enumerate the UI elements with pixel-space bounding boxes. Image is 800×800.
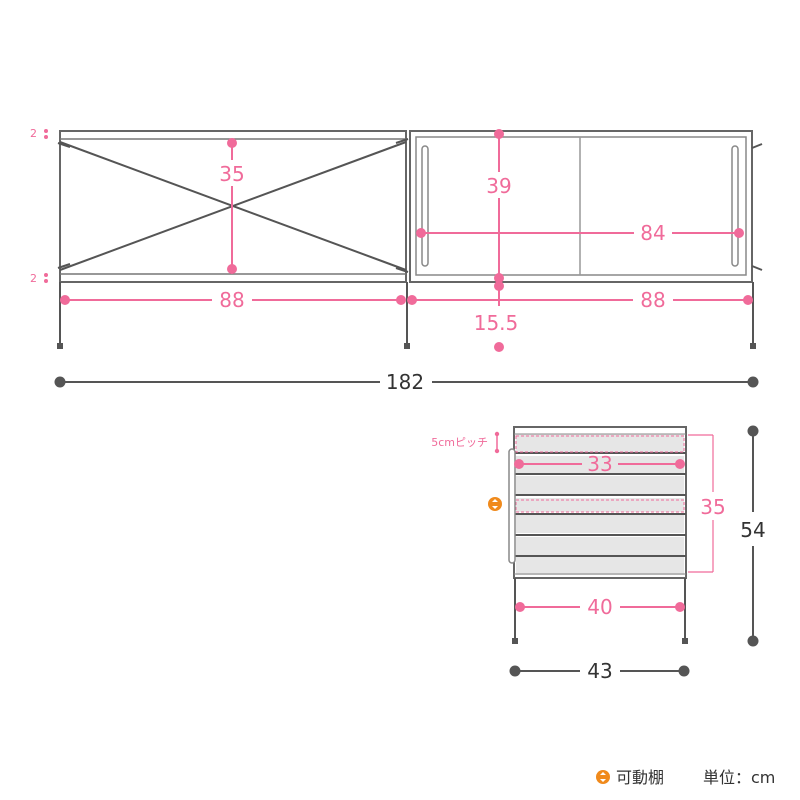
svg-text:35: 35 xyxy=(700,495,725,519)
dim-total-height: 54 xyxy=(740,425,766,647)
door-edge xyxy=(508,448,516,564)
dim-total-width: 182 xyxy=(54,370,759,394)
svg-text:40: 40 xyxy=(587,595,612,619)
dim-left-width: 88 xyxy=(60,288,406,312)
front-legs xyxy=(57,282,756,349)
legend-movable-shelf-label: 可動棚 xyxy=(616,768,664,787)
svg-text:182: 182 xyxy=(386,370,424,394)
door-handle-right xyxy=(731,145,739,267)
svg-text:2: 2 xyxy=(30,272,37,285)
svg-text:35: 35 xyxy=(219,162,244,186)
svg-text:5cmピッチ: 5cmピッチ xyxy=(431,436,488,449)
svg-text:2: 2 xyxy=(30,127,37,140)
legend: 可動棚 単位：cm xyxy=(596,768,775,787)
legend-unit-label: 単位：cm xyxy=(703,768,775,787)
dim-leg-height: 15.5 xyxy=(474,281,519,352)
svg-text:84: 84 xyxy=(640,221,665,245)
svg-text:15.5: 15.5 xyxy=(474,311,519,335)
gap-marker-top: 2 xyxy=(30,127,48,140)
svg-text:43: 43 xyxy=(587,659,612,683)
movable-shelf-icon xyxy=(488,497,502,511)
shelf-panels xyxy=(514,433,686,575)
dim-left-height: 35 xyxy=(219,138,245,274)
dim-right-height: 39 xyxy=(486,129,512,283)
svg-text:88: 88 xyxy=(640,288,665,312)
svg-text:33: 33 xyxy=(587,452,612,476)
door-handle-left xyxy=(421,145,429,267)
dim-inner-depth: 33 xyxy=(514,452,685,476)
legend-movable-shelf-icon xyxy=(596,770,610,784)
pitch-marker: 5cmピッチ xyxy=(431,431,500,454)
right-unit xyxy=(409,130,763,283)
gap-marker-bottom: 2 xyxy=(30,272,48,285)
svg-text:54: 54 xyxy=(740,518,765,542)
svg-text:88: 88 xyxy=(219,288,244,312)
dim-right-width: 88 xyxy=(407,288,753,312)
side-view: 5cmピッチ 33 35 xyxy=(431,425,766,683)
dim-shelf-depth: 40 xyxy=(515,595,685,619)
front-view: 2 2 35 39 xyxy=(30,127,763,394)
svg-text:39: 39 xyxy=(486,174,511,198)
dim-total-depth: 43 xyxy=(509,659,690,683)
dim-inner-height: 35 xyxy=(688,434,726,573)
movable-shelf-outline xyxy=(515,435,685,453)
dim-inner-width: 84 xyxy=(416,221,744,245)
